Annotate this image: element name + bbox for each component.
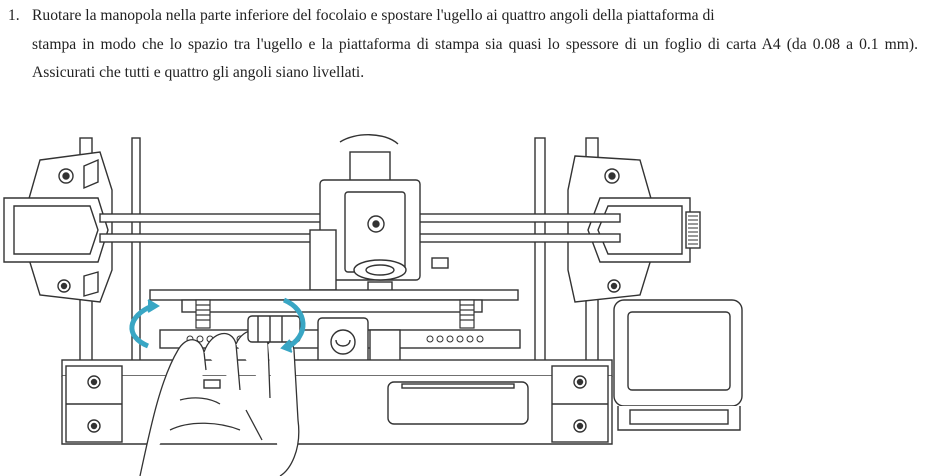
rotation-arrow-left-icon [129, 299, 160, 349]
printer-illustration [0, 130, 760, 476]
step-text-continuation: stampa in modo che lo spazio tra l'ugell… [32, 35, 918, 82]
hand-illustration [139, 329, 300, 476]
left-bracket [3, 151, 113, 303]
leveling-knob [247, 315, 301, 343]
base-chassis [61, 359, 613, 445]
control-screen [613, 299, 743, 431]
rotation-arrow-right-icon [280, 297, 306, 353]
y-motor [317, 317, 401, 371]
right-bracket [567, 155, 701, 303]
instruction-step: 1. Ruotare la manopola nella parte inferi… [8, 2, 918, 88]
step-number: 1. [8, 7, 20, 24]
step-text-first-line: Ruotare la manopola nella parte inferior… [32, 7, 715, 24]
